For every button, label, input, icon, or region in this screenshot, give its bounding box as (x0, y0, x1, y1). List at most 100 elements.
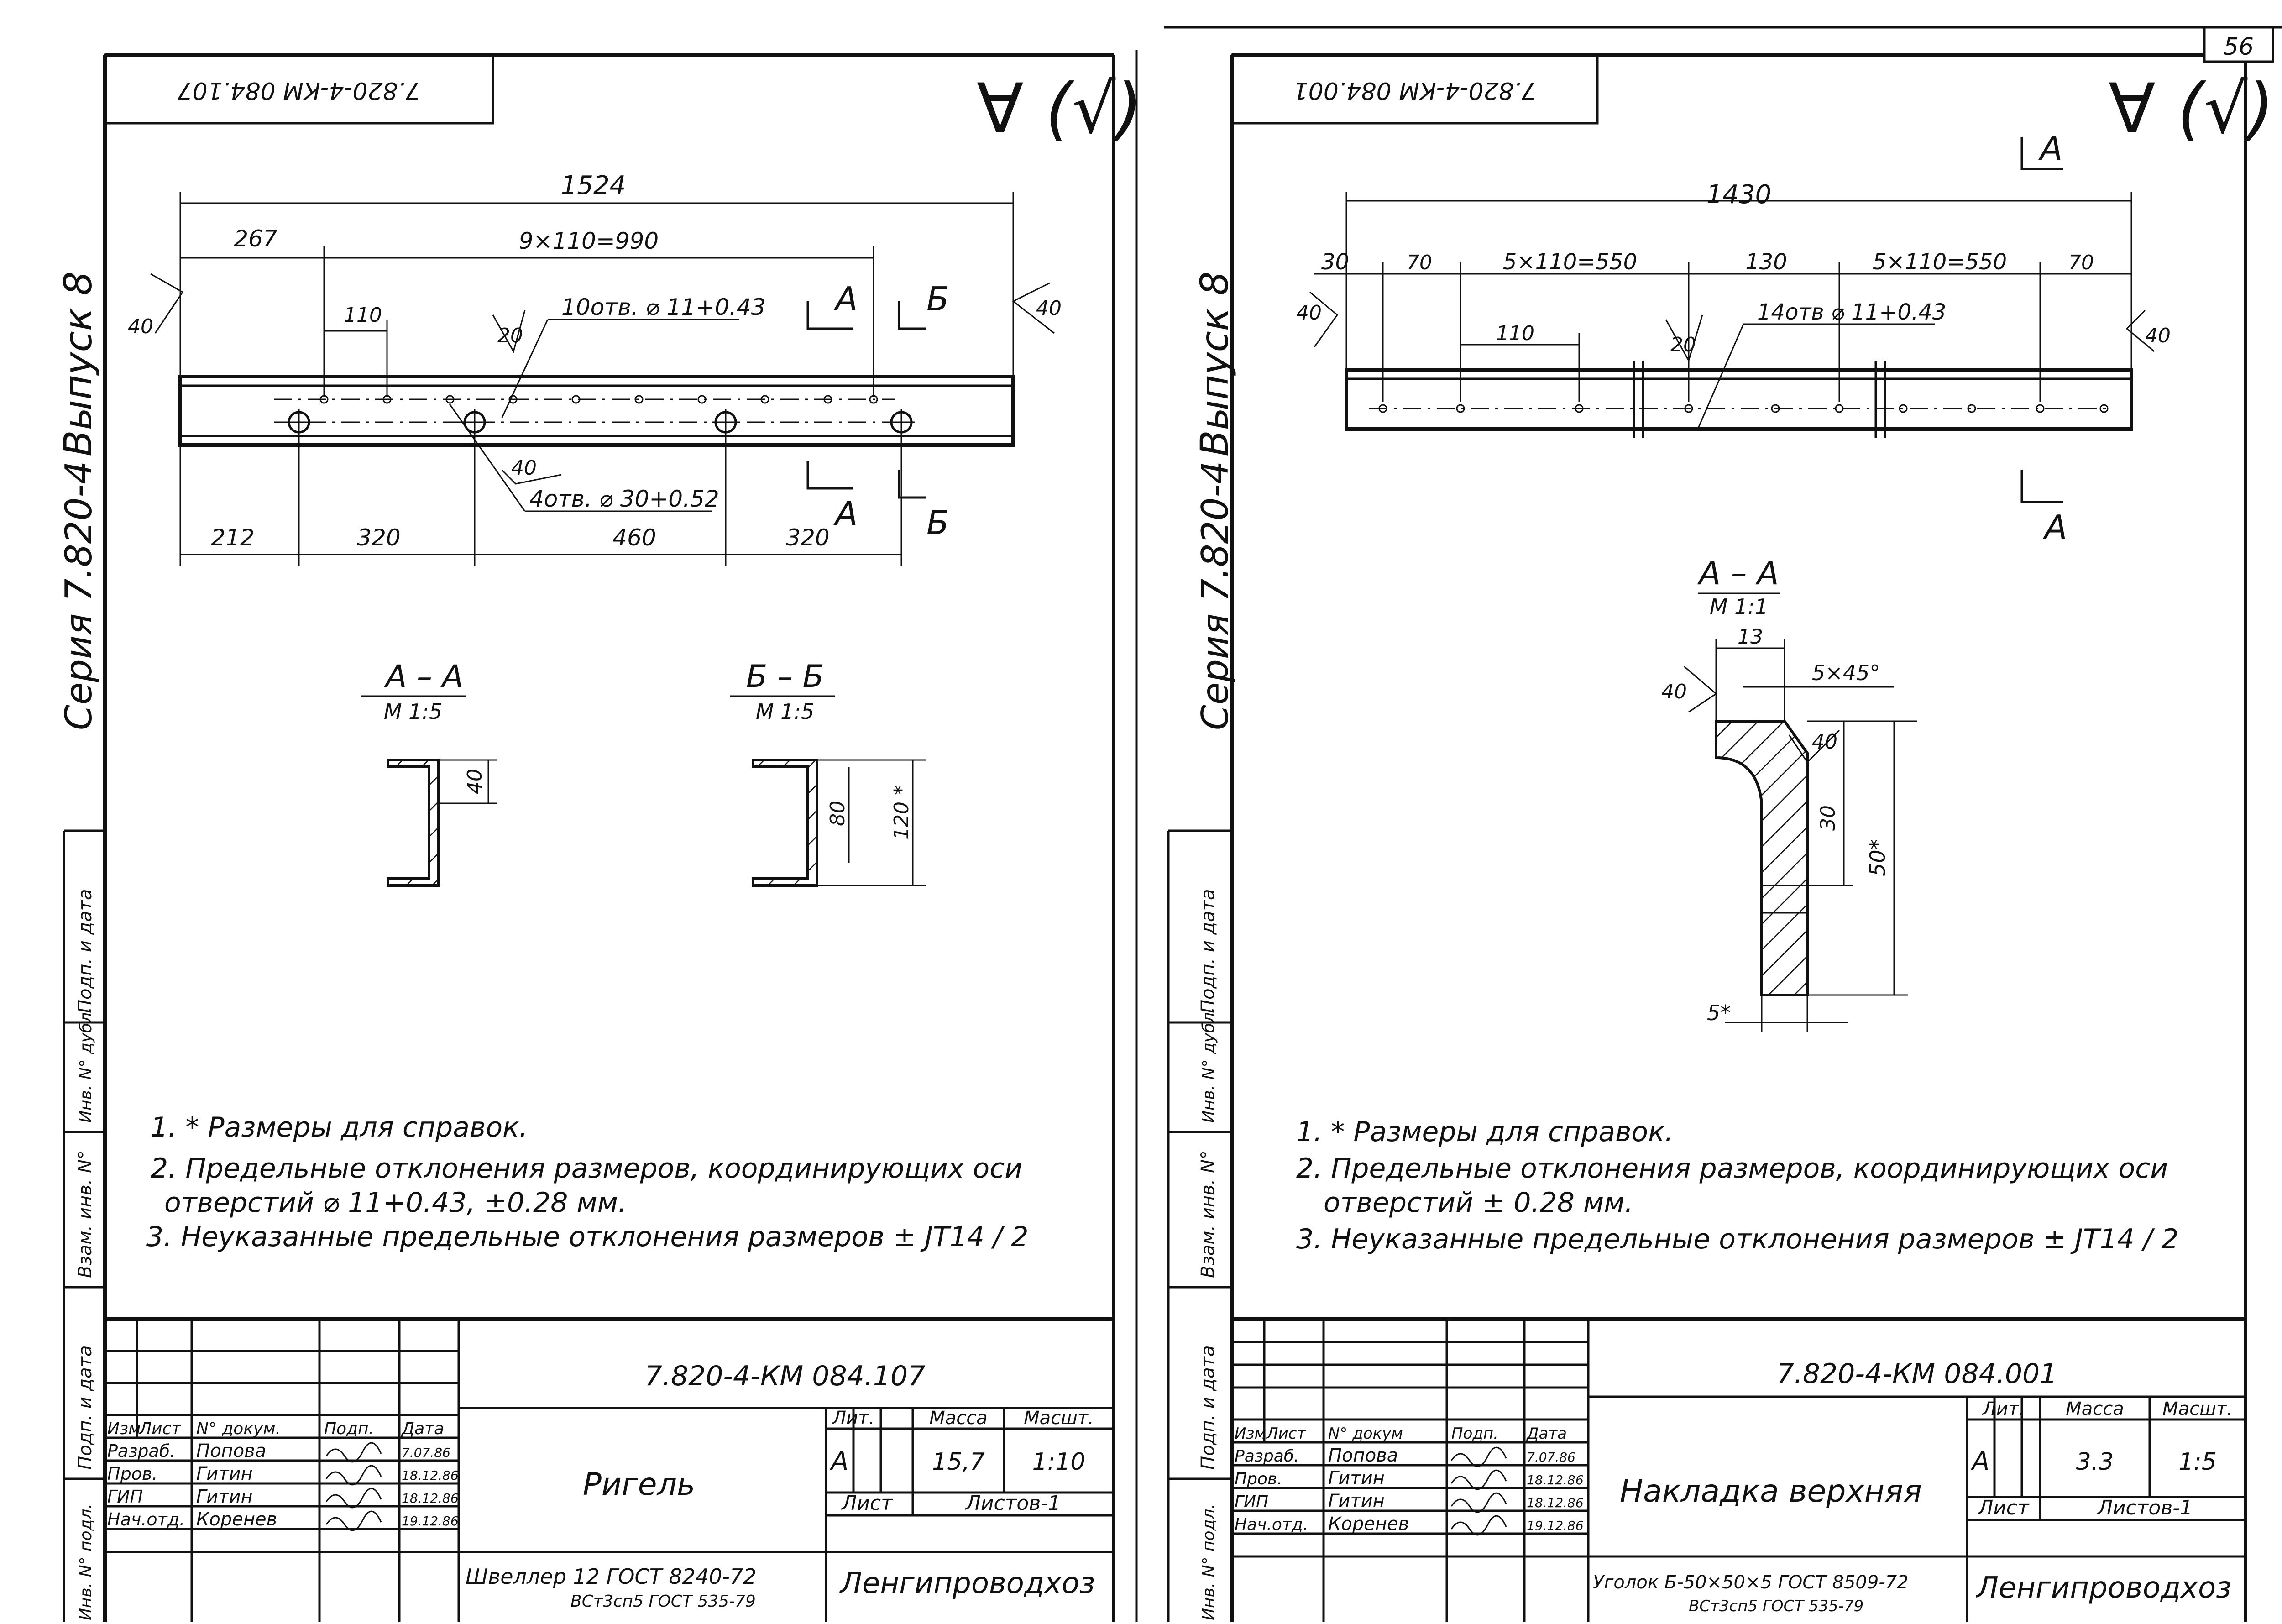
left-strip-label: Инв. N° подл. (77, 1504, 95, 1620)
right-tb-person: Коренев (1328, 1514, 1409, 1535)
left-tb-scale: 1:10 (1032, 1448, 1086, 1476)
left-seriya: Серия 7.820-4 (58, 461, 100, 730)
left-rough-mid-bottom: 40 (511, 456, 537, 480)
right-tb-signatures (1450, 1446, 1507, 1536)
left-tb-role: Разраб. (107, 1441, 175, 1461)
left-section-bb-dim2: 120 * (890, 785, 913, 840)
right-tb-col-header: Лист (1266, 1425, 1306, 1443)
left-tb-person: Коренев (196, 1509, 277, 1530)
right-section-aa: А – А М 1:1 13 5×45° 40 40 50* 30 (1661, 555, 1917, 1032)
right-section-aa-rough: 40 (1661, 680, 1687, 703)
left-tb-person: Гитин (196, 1463, 253, 1484)
left-dim-overall: 1524 (561, 171, 626, 200)
left-tb-mass-header: Масса (929, 1408, 988, 1429)
right-roughness-mark: ∀ (√) (2109, 69, 2274, 149)
left-dim-first-hole: 110 (344, 304, 382, 327)
left-sheet: 7.820-4-КМ 084.107 ∀ (√) Выпуск 8 Серия … (56, 50, 1142, 1622)
right-tb-col-header: N° докум (1328, 1425, 1403, 1443)
left-dim-offset: 267 (234, 225, 277, 252)
left-stamp-text: 7.820-4-КМ 084.107 (178, 77, 421, 104)
right-tb-name: Накладка верхняя (1620, 1473, 1922, 1509)
left-tb-code: 7.820-4-КМ 084.107 (645, 1360, 926, 1392)
left-tb-date: 18.12.86 (402, 1491, 459, 1506)
right-tb-date: 7.07.86 (1527, 1450, 1575, 1465)
right-rough-right: 40 (2145, 324, 2171, 347)
left-tb-col-header: Подп. (324, 1420, 374, 1438)
right-angle-body (1345, 368, 2133, 431)
left-tb-lit: А (830, 1446, 848, 1476)
left-strip-label: Подп. и дата (75, 889, 96, 1013)
left-tb-rows: Разраб. Попова 7.07.86 Пров. Гитин 18.12… (107, 1441, 459, 1530)
left-holes-large-label: 4отв. ⌀ 30+0.52 (529, 486, 719, 512)
right-section-aa-chamfer: 5×45° (1812, 660, 1880, 685)
right-dim-overall: 1430 (1706, 180, 1772, 210)
right-tb-person: Гитин (1328, 1491, 1385, 1512)
left-note: 3. Неуказанные предельные отклонения раз… (146, 1221, 1029, 1253)
right-tb-material2: ВСт3сп5 ГОСТ 535-79 (1689, 1597, 1863, 1615)
left-rough-mid-top: 20 (497, 324, 523, 347)
right-section-aa-dim-top: 13 (1738, 625, 1763, 649)
left-vypusk: Выпуск 8 (56, 271, 100, 456)
page-number-box (2203, 26, 2274, 63)
right-side-strip: Подп. и дата Инв. N° дубл. Взам. инв. N°… (1167, 829, 1232, 1622)
left-rough-end-left: 40 (128, 315, 153, 338)
right-strip-label: Взам. инв. N° (1198, 1150, 1219, 1278)
right-tb-sheets: Листов-1 (2097, 1496, 2193, 1519)
left-stamp-code: 7.820-4-КМ 084.107 (178, 77, 421, 104)
left-dim-spacing: 9×110=990 (519, 228, 659, 254)
right-tb-sheet: Лист (1977, 1496, 2030, 1519)
left-tb-signatures (325, 1442, 382, 1531)
left-tb-material1: Швеллер 12 ГОСТ 8240-72 (466, 1564, 757, 1589)
right-tb-material1: Уголок Б-50×50×5 ГОСТ 8509-72 (1593, 1572, 1909, 1593)
left-note: 1. * Размеры для справок. (151, 1111, 528, 1143)
left-section-bb-title: Б – Б (746, 659, 824, 695)
right-tb-mass: 3.3 (2076, 1448, 2114, 1476)
left-tb-col-header: Дата (401, 1420, 444, 1438)
right-tb-date: 19.12.86 (1527, 1518, 1584, 1533)
left-dim-bottom: 320 (786, 524, 829, 551)
left-dim-bottom: 460 (612, 524, 656, 551)
right-note: отверстий ± 0.28 мм. (1324, 1187, 1633, 1219)
left-note: 2. Предельные отклонения размеров, коорд… (151, 1153, 1022, 1184)
right-strip-label: Подп. и дата (1198, 1346, 1219, 1470)
right-tb-role: ГИП (1235, 1493, 1268, 1511)
right-sheet: 56 7.820-4-КМ 084.001 ∀ (√) Выпуск 8 Сер… (1164, 26, 2282, 1622)
left-tb-name: Ригель (583, 1467, 695, 1503)
right-rough-mid: 20 (1670, 333, 1696, 356)
left-section-bb-scale: М 1:5 (756, 699, 814, 724)
right-holes-label: 14отв ⌀ 11+0.43 (1757, 299, 1946, 325)
right-section-aa-rough2: 40 (1812, 730, 1837, 754)
left-strip-label: Взам. инв. N° (75, 1150, 96, 1278)
left-tb-scale-header: Масшт. (1024, 1408, 1094, 1429)
right-tb-col-header: Подп. (1451, 1425, 1498, 1443)
left-tb-lit-header: Лит. (832, 1408, 874, 1429)
right-tb-person: Попова (1328, 1445, 1398, 1466)
left-tb-date: 7.07.86 (402, 1445, 450, 1460)
right-tb-date: 18.12.86 (1527, 1472, 1584, 1488)
left-large-holes (285, 409, 915, 436)
left-tb-col-header: Лист (138, 1420, 181, 1438)
left-dim-bottom: 212 (211, 524, 254, 551)
left-section-a-bottom: А (833, 494, 858, 533)
right-tb-lit: А (1971, 1446, 1989, 1476)
left-section-aa: А – А М 1:5 40 (361, 659, 497, 887)
left-tb-material2: ВСт3сп5 ГОСТ 535-79 (570, 1592, 756, 1611)
left-notes: 1. * Размеры для справок. 2. Предельные … (146, 1111, 1029, 1253)
right-plan-view: 1430 30 70 5×110=550 130 5×110=550 70 11… (1296, 129, 2171, 546)
left-tb-col-header: Изм (107, 1420, 141, 1438)
left-strip-label: Подп. и дата (75, 1346, 96, 1470)
right-note: 1. * Размеры для справок. (1296, 1116, 1673, 1148)
right-section-aa-dim5: 5* (1707, 1001, 1731, 1025)
left-roughness-mark: ∀ (√) (977, 69, 1142, 149)
left-tb-person: Попова (196, 1441, 266, 1462)
left-section-b-bottom: Б (926, 503, 949, 542)
right-tb-role: Нач.отд. (1235, 1515, 1308, 1534)
right-stamp-box (1231, 53, 1599, 125)
right-dim-d1: 30 (1321, 249, 1349, 275)
left-tb-role: Пров. (107, 1464, 157, 1484)
left-tb-person: Гитин (196, 1486, 253, 1507)
left-tb-date: 19.12.86 (402, 1514, 459, 1529)
right-vypusk: Выпуск 8 (1192, 271, 1237, 456)
right-strip-label: Подп. и дата (1198, 889, 1219, 1013)
